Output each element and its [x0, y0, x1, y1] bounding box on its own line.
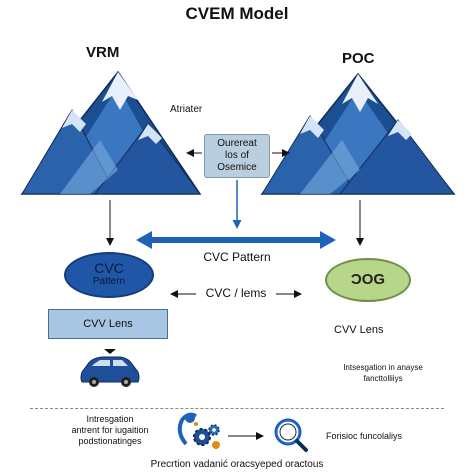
middle-lens-label: CVC / lems — [205, 286, 267, 300]
diagram-title: CVEM Model — [185, 4, 289, 23]
double-arrow-icon — [136, 231, 336, 249]
left-mountain-label: VRM — [86, 44, 120, 61]
right-note: Intsesgation in anayse fancttolliiys — [308, 362, 458, 384]
right-ellipse-label: ƆOG — [350, 271, 386, 288]
left-lens-box: CVV Lens — [48, 309, 168, 339]
right-mountain-icon — [260, 72, 456, 195]
gear-icon — [177, 412, 220, 449]
callout-line-1: Ourereat — [217, 138, 257, 149]
left-ellipse-line-1: CVC — [94, 260, 124, 276]
left-mountain-icon — [20, 70, 202, 195]
bottom-right-text: Forisioc funcolaliys — [326, 431, 403, 441]
pattern-label: CVC Pattern — [203, 250, 271, 264]
left-ellipse-node: CVC Pattern — [64, 252, 154, 298]
bottom-left-line-2: antrent for iugaition — [71, 425, 149, 435]
right-ellipse-node: ƆOG — [325, 258, 411, 302]
right-note-line-1: Intsesgation in anayse — [343, 363, 423, 372]
callout-line-3: Osemice — [217, 162, 257, 173]
annotation-label: Atriater — [170, 104, 203, 115]
bottom-left-line-1: Intresgation — [86, 414, 134, 424]
callout-line-2: los of — [225, 150, 249, 161]
car-icon — [80, 349, 140, 387]
left-ellipse-line-2: Pattern — [92, 276, 126, 287]
bottom-caption: Precrtion vadanić oracsyeped oractous — [150, 459, 324, 470]
bottom-left-line-3: podstionatinges — [78, 436, 142, 446]
right-note-line-2: fancttolliiys — [363, 374, 403, 383]
bottom-left-text: Intresgation antrent for iugaition podst… — [40, 414, 180, 447]
magnifier-icon — [274, 418, 308, 452]
right-mountain-label: POC — [342, 50, 375, 67]
right-lens-label: CVV Lens — [334, 324, 384, 336]
callout-box: Ourereat los of Osemice — [204, 134, 270, 178]
dashed-divider — [30, 408, 444, 409]
